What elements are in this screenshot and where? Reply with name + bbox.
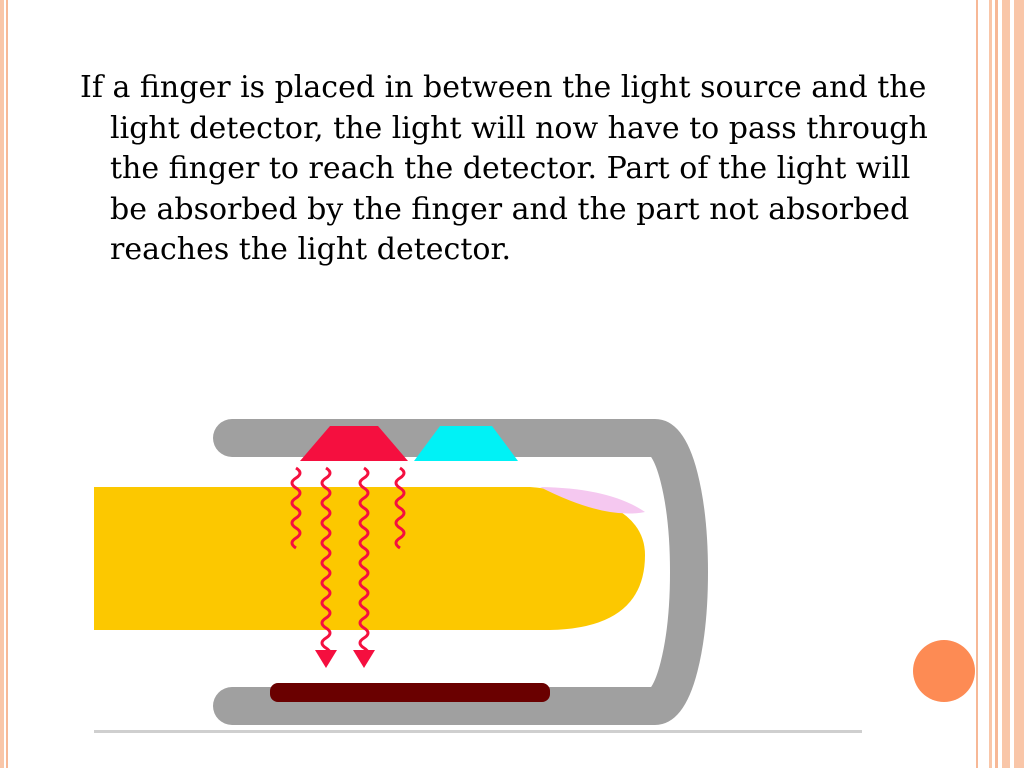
wavy-light-arrow-icon (320, 466, 332, 660)
light-waves (290, 466, 406, 668)
finger-icon (94, 487, 645, 630)
wavy-light-arrow-icon (358, 466, 370, 660)
left-border-stripe (6, 0, 8, 768)
right-border-stripe (995, 0, 998, 768)
right-border-stripe (976, 0, 978, 768)
cyan-emitter-icon (414, 426, 518, 461)
light-source-icon (300, 426, 408, 461)
right-border-stripe (1002, 0, 1010, 768)
wavy-light-arrow-icon (394, 466, 406, 550)
left-decorative-border (0, 0, 10, 768)
device-clip (213, 419, 708, 725)
slide-body-text: If a finger is placed in between the lig… (80, 70, 928, 267)
right-border-stripe (1014, 0, 1024, 768)
arrow-head-icon (315, 650, 337, 668)
bottom-divider (94, 730, 862, 733)
right-decorative-border (974, 0, 1024, 768)
left-border-stripe (0, 0, 4, 768)
fingernail (540, 487, 645, 514)
right-border-stripe (989, 0, 992, 768)
wavy-light-arrow-icon (290, 466, 302, 550)
decorative-orange-dot (913, 640, 975, 702)
arrow-head-icon (353, 650, 375, 668)
light-detector-icon (270, 683, 550, 702)
